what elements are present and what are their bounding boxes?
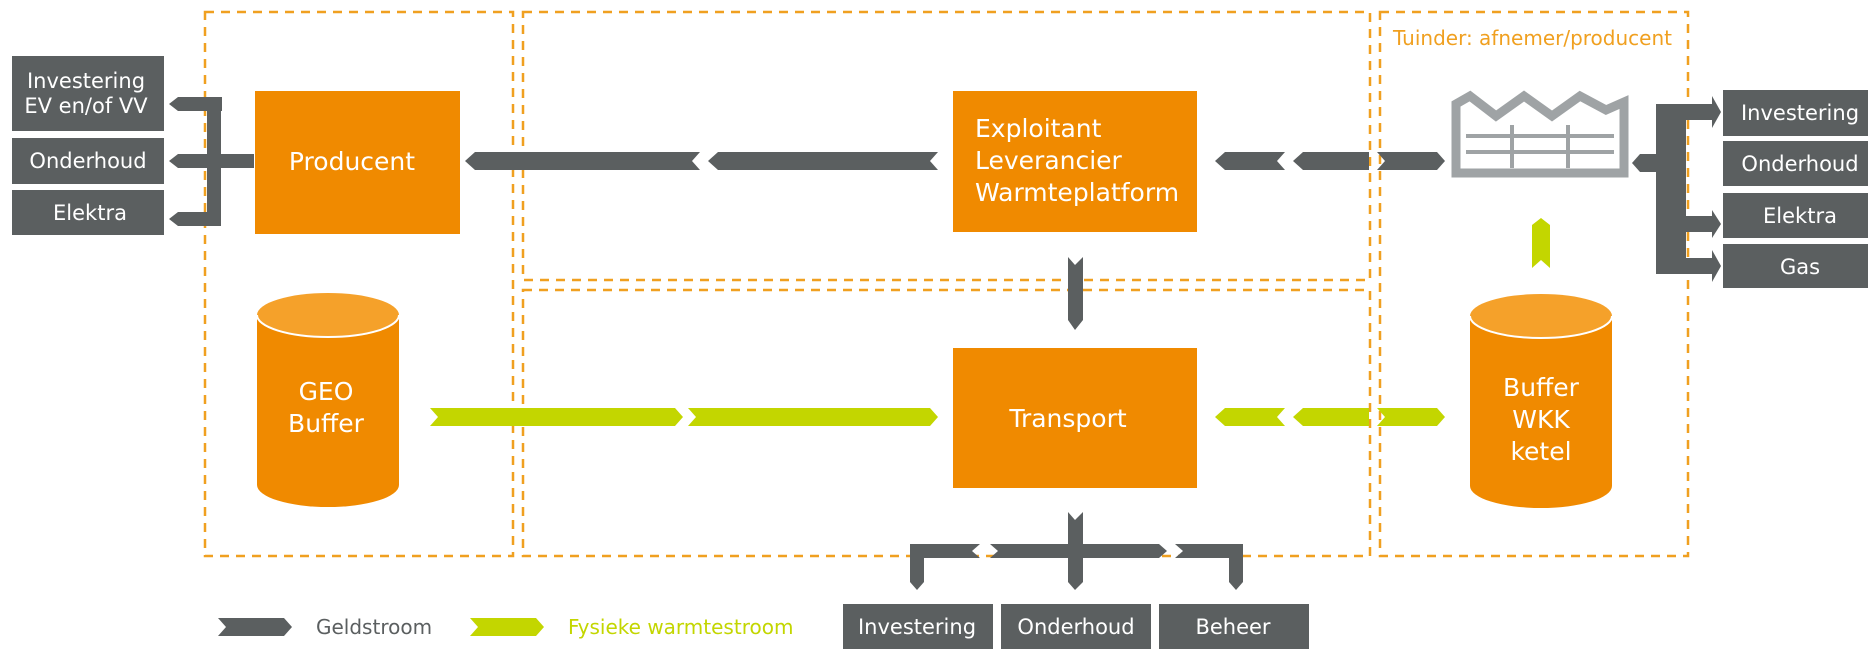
right-gas-label: Gas: [1780, 255, 1820, 279]
left-elektra-box: [12, 190, 164, 235]
heat-arrow-up: [1532, 218, 1550, 268]
bottom-beheer-label: Beheer: [1195, 615, 1270, 639]
right-onderhoud-label: Onderhoud: [1741, 152, 1858, 176]
right-elektra-label: Elektra: [1763, 204, 1837, 228]
exploitant-label-2: Leverancier: [975, 146, 1123, 175]
producent-label: Producent: [289, 147, 415, 176]
heat-arrows-left: [430, 408, 938, 426]
producer-zone: [203, 10, 515, 558]
bottom-investering-box: [843, 604, 993, 649]
producent-box: [255, 91, 460, 234]
legend-heat-arrow-icon: [470, 618, 544, 636]
right-money-bracket: [1632, 96, 1721, 282]
legend-money-arrow-icon: [218, 618, 292, 636]
legend-money-label: Geldstroom: [316, 615, 432, 639]
exploitant-box: [953, 91, 1197, 232]
bottom-investering-label: Investering: [858, 615, 976, 639]
transport-label: Transport: [1008, 404, 1127, 433]
heat-arrows-right: [1215, 408, 1445, 426]
exploitant-label-1: Exploitant: [975, 114, 1102, 143]
right-investering-box: [1723, 90, 1868, 136]
right-gas-box: [1723, 244, 1868, 288]
geo-buffer-label-2: Buffer: [288, 409, 365, 438]
left-investering-label-1: Investering: [27, 69, 145, 93]
left-money-bracket: [169, 97, 254, 226]
buffer-wkk-cylinder: [1469, 294, 1613, 508]
geo-buffer-label-1: GEO: [299, 377, 354, 406]
exploitant-zone: [521, 10, 1372, 282]
left-investering-label-2: EV en/of VV: [24, 94, 148, 118]
bottom-beheer-box: [1159, 604, 1309, 649]
right-investering-label: Investering: [1741, 101, 1859, 125]
bottom-money-bracket: [910, 512, 1243, 590]
greenhouse-icon: [1451, 90, 1629, 178]
exploitant-label-3: Warmteplatform: [975, 178, 1179, 207]
tuinder-title: Tuinder: afnemer/producent: [1392, 26, 1672, 50]
money-arrow-down: [1068, 257, 1083, 330]
buffer-wkk-label-1: Buffer: [1503, 373, 1580, 402]
geo-buffer-cylinder: [256, 293, 400, 507]
buffer-wkk-label-2: WKK: [1512, 405, 1570, 434]
left-onderhoud-box: [12, 138, 164, 184]
buffer-wkk-label-3: ketel: [1510, 437, 1571, 466]
left-onderhoud-label: Onderhoud: [29, 149, 146, 173]
left-investering-box: [12, 56, 164, 131]
money-arrows-producent: [465, 152, 938, 170]
right-onderhoud-box: [1723, 141, 1868, 186]
tuinder-zone: [1378, 10, 1690, 558]
transport-box: [953, 348, 1197, 488]
legend-heat-label: Fysieke warmtestroom: [568, 615, 793, 639]
bottom-onderhoud-box: [1001, 604, 1151, 649]
money-arrows-exploitant: [1215, 152, 1445, 170]
bottom-onderhoud-label: Onderhoud: [1017, 615, 1134, 639]
right-elektra-box: [1723, 193, 1868, 238]
left-elektra-label: Elektra: [53, 201, 127, 225]
